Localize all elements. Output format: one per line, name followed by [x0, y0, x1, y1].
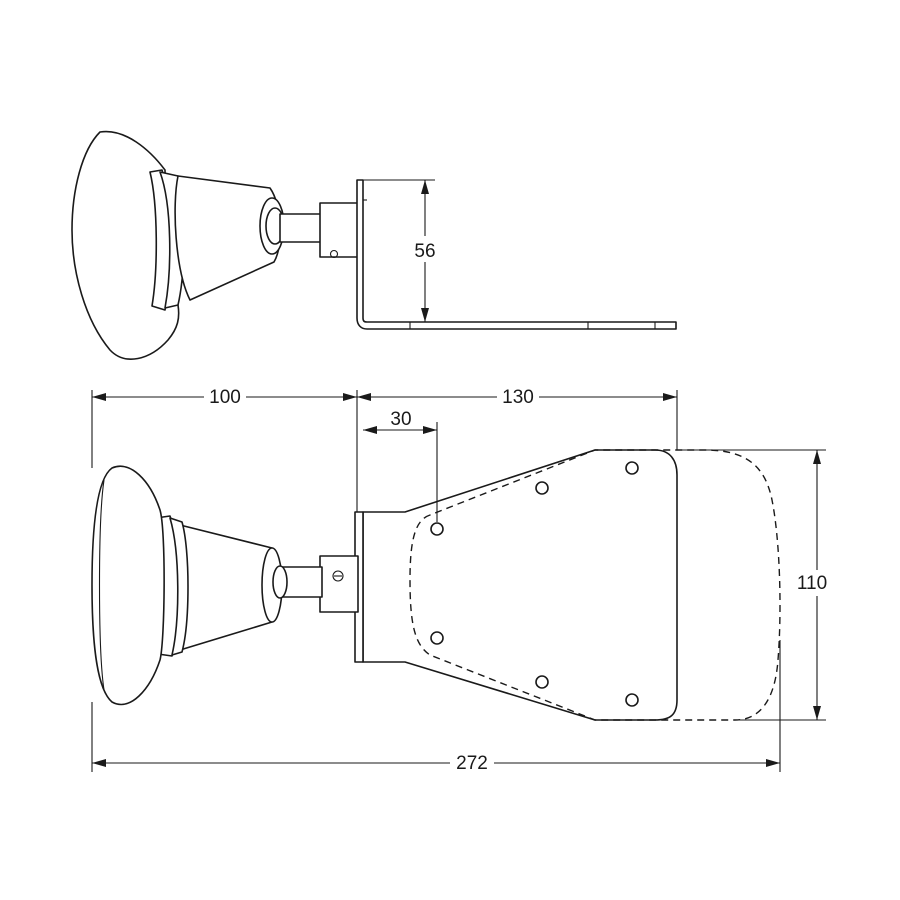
- dim-label-left-length: 100: [209, 387, 241, 408]
- dim-label-right-length: 130: [502, 387, 534, 408]
- plate-hole: [625, 693, 639, 707]
- plan-swivel-ball: [272, 565, 288, 599]
- dim-272: 272: [91, 640, 781, 774]
- dim-label-height-side: 56: [414, 241, 435, 262]
- plate-hole: [430, 631, 444, 645]
- side-l-bracket: [356, 179, 677, 330]
- plan-head-shell: [91, 465, 165, 706]
- side-view: 56: [71, 130, 677, 360]
- dim-30: 30: [363, 409, 438, 522]
- plan-view: 100 130 30 110: [91, 386, 839, 774]
- plate-hole: [625, 461, 639, 475]
- dim-100: 100: [91, 386, 357, 468]
- plan-head-edge: [98, 479, 105, 691]
- plate-hole: [535, 675, 549, 689]
- plan-ring-inner: [169, 517, 189, 656]
- dim-110: 110: [677, 449, 839, 721]
- side-screw: [329, 249, 339, 259]
- dim-label-width: 110: [797, 573, 827, 594]
- plan-plate: [362, 449, 678, 721]
- dim-56: 56: [363, 179, 442, 322]
- plate-hole: [430, 522, 444, 536]
- dim-label-hole-offset: 30: [390, 409, 411, 430]
- dim-130: 130: [356, 386, 678, 512]
- plan-shaft: [281, 566, 323, 598]
- side-clamp-block: [319, 202, 359, 258]
- plan-screw: [332, 570, 344, 582]
- dim-label-total-length: 272: [456, 753, 488, 774]
- plan-clamp-block: [319, 555, 359, 613]
- plan-seat-dashed-outline: [409, 449, 781, 721]
- side-shaft: [279, 213, 323, 243]
- plate-hole: [535, 481, 549, 495]
